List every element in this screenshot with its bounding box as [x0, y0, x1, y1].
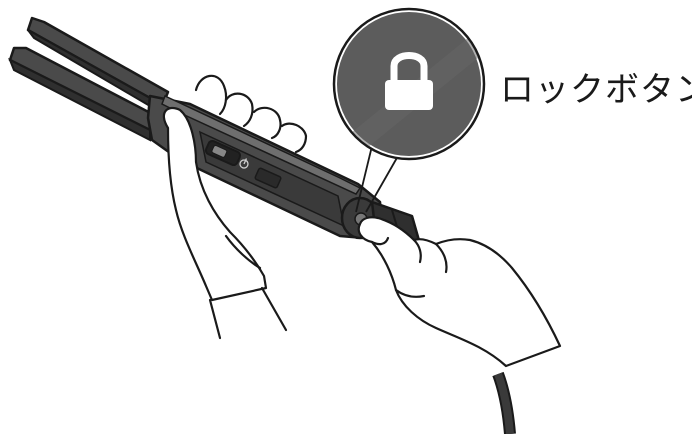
lock-button-label: ロックボタン	[500, 62, 692, 111]
right-hand	[359, 217, 560, 366]
callout-magnifier	[330, 9, 500, 170]
